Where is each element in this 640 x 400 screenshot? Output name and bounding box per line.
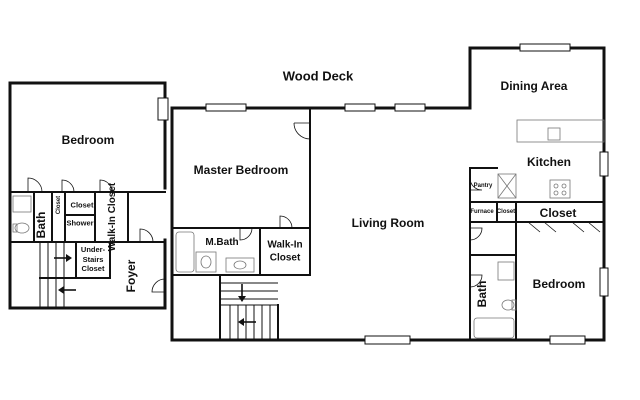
bath-right-label: Bath (475, 280, 489, 308)
living-room-label: Living Room (351, 216, 425, 230)
bedroom-right-label: Bedroom (532, 277, 586, 291)
foyer-label: Foyer (124, 259, 138, 293)
kitchen-label: Kitchen (526, 155, 572, 169)
under-stairs-line-2: Stairs (82, 254, 104, 264)
furnace-label: Furnace (470, 209, 494, 215)
fixtures (12, 119, 605, 339)
walk-in-closet-center-label: Walk-In Closet (267, 239, 303, 264)
m-bath-label: M.Bath (205, 237, 239, 248)
under-stairs-line-3: Closet (81, 263, 105, 273)
closet-tiny-left-label: Closet (56, 195, 62, 215)
dining-area-label: Dining Area (500, 79, 568, 93)
arrow-icon (54, 254, 256, 326)
windows (157, 43, 609, 345)
closet-right-label: Closet (539, 206, 577, 220)
bedroom-left-label: Bedroom (61, 133, 115, 147)
walk-in-closet-center-line-1: Walk-In (267, 239, 303, 251)
walk-in-closet-center-line-2: Closet (269, 252, 301, 264)
walk-in-closet-left-label: Walk-In Closet (107, 182, 118, 252)
pantry-label: Pantry (473, 183, 493, 189)
bath-left-label: Bath (34, 211, 48, 239)
under-stairs-closet-label: Under- Stairs Closet (81, 246, 105, 273)
closet-small-left-label: Closet (70, 200, 94, 210)
shower-label: Shower (66, 218, 94, 228)
under-stairs-line-1: Under- (80, 244, 106, 254)
wood-deck-label: Wood Deck (282, 68, 354, 84)
closet-tiny-right-label: Closet (496, 209, 516, 215)
interior-walls (9, 107, 605, 341)
doors (27, 122, 601, 293)
master-bedroom-label: Master Bedroom (193, 163, 289, 177)
